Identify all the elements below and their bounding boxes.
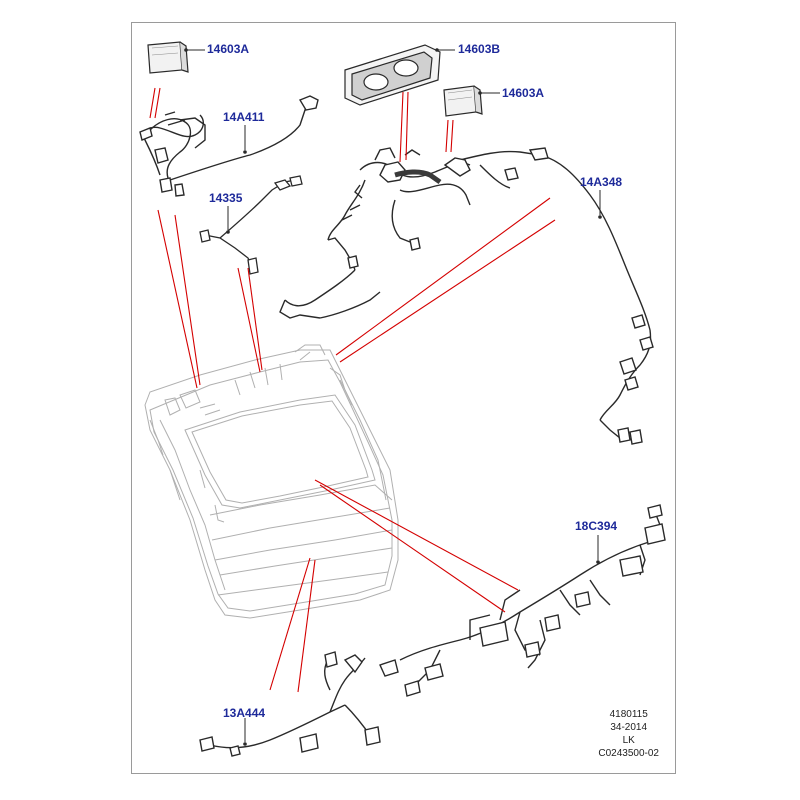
harness-14A411 — [139, 95, 319, 197]
connector-block-14603B — [344, 44, 441, 106]
label-18C394: 18C394 — [575, 519, 618, 533]
drawing-reference-block: 4180115 34-2014 LK C0243500-02 — [598, 708, 659, 760]
harness-18C394 — [379, 504, 666, 697]
tailgate-panel — [144, 344, 399, 619]
reference-line-2: 34-2014 — [610, 722, 648, 733]
rear-window — [184, 394, 376, 509]
harness-13A444 — [199, 651, 381, 757]
label-14603B: 14603B — [458, 42, 501, 56]
label-connector-ticks — [186, 49, 601, 742]
leader-lines — [149, 87, 556, 693]
label-14603A-left: 14603A — [207, 42, 250, 56]
connector-block-14603A-right — [443, 85, 483, 117]
reference-line-1: 4180115 — [609, 709, 648, 720]
label-14603A-right: 14603A — [502, 86, 545, 100]
reference-line-3: LK — [622, 735, 635, 746]
harness-14A348 — [443, 147, 654, 445]
reference-line-4: C0243500-02 — [598, 748, 659, 759]
connector-block-14603A-left — [147, 41, 189, 74]
label-connector-dots — [184, 48, 602, 746]
diagram-frame — [131, 22, 676, 774]
label-13A444: 13A444 — [223, 706, 266, 720]
harness-center — [279, 147, 471, 319]
label-14A348: 14A348 — [580, 175, 623, 189]
label-14A411: 14A411 — [223, 110, 265, 124]
label-14335: 14335 — [209, 191, 243, 205]
